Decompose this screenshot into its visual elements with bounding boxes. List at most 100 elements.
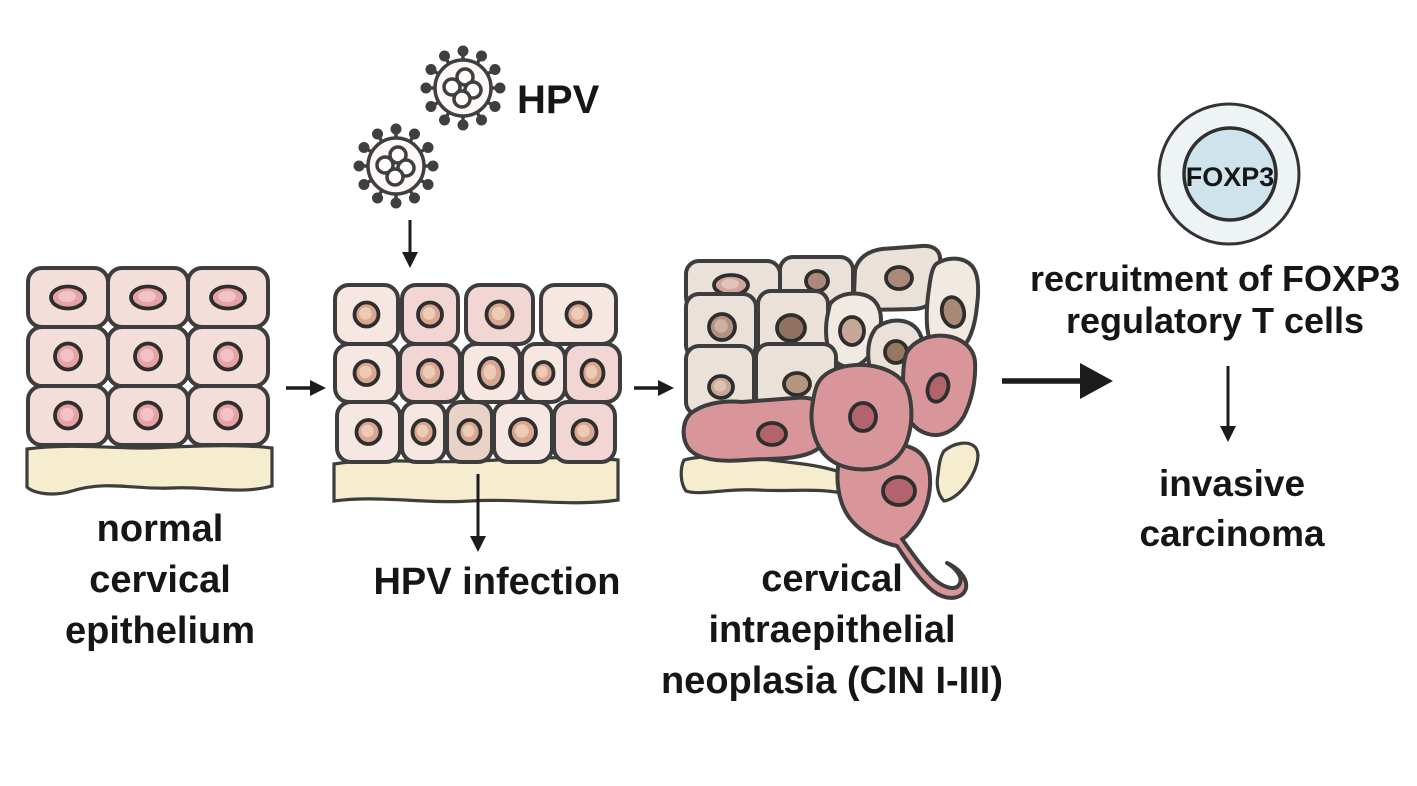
cell-nucleus [564, 300, 593, 329]
epithelial-cell [492, 400, 554, 464]
arrow-normal-to-infection [286, 380, 326, 396]
label-line: carcinoma [1139, 513, 1325, 554]
epithelial-cell [460, 342, 522, 404]
arrow-infection-label [470, 474, 486, 552]
tcell-label: FOXP3 [1186, 162, 1275, 192]
stage-hpv-infection [332, 283, 622, 505]
cell-nucleus [49, 284, 87, 311]
epithelial-cell [684, 292, 758, 360]
cell-nucleus [129, 284, 167, 311]
label-line: normal [97, 508, 224, 550]
cell-nucleus [456, 418, 483, 446]
label-hpv-infection: HPV infection [373, 561, 620, 603]
epithelial-cell [400, 283, 460, 346]
label-invasive-carcinoma: invasive carcinoma [1139, 463, 1325, 554]
cell-nucleus [133, 341, 163, 372]
cell-nucleus [213, 341, 243, 372]
epithelial-cell [186, 266, 270, 329]
epithelial-cell [552, 400, 617, 464]
arrow-head [402, 252, 418, 268]
cell-nucleus [884, 265, 914, 291]
cell-nucleus [838, 315, 866, 347]
cell-nucleus [775, 313, 807, 343]
label-line: epithelium [65, 610, 255, 652]
epithelial-cell [333, 342, 400, 404]
cell-nucleus [416, 358, 444, 388]
arrow-head [1220, 426, 1236, 442]
epithelial-cell [333, 283, 400, 346]
infected-cell-grid [333, 283, 622, 464]
hpv-virus-label: HPV [517, 78, 600, 122]
basement-membrane [332, 455, 620, 505]
cell-nucleus [531, 360, 556, 386]
basement-membrane [25, 444, 274, 496]
epithelial-cell [520, 342, 567, 404]
basement-membrane-right [935, 441, 980, 503]
label-line: recruitment of FOXP3 [1030, 258, 1400, 299]
cell-nucleus [352, 300, 381, 329]
cell-nucleus [848, 401, 878, 433]
cell-nucleus [939, 295, 967, 329]
arrow-virus-down [402, 220, 418, 268]
arrow-head [310, 380, 326, 396]
cin-cell-cluster [681, 243, 981, 600]
cell-nucleus [133, 400, 163, 431]
cell-nucleus [53, 400, 83, 431]
tcell-nucleus [1182, 126, 1278, 222]
epithelial-cell [398, 342, 462, 404]
epithelial-cell [26, 384, 110, 447]
hpv-virus-icon [353, 123, 439, 209]
stage-normal-epithelium [25, 266, 274, 496]
foxp3-tcell-icon: FOXP3 [1157, 102, 1301, 246]
label-normal-epithelium: normal cervical epithelium [65, 508, 255, 652]
arrow-infection-to-cin [634, 380, 674, 396]
cell-nucleus [484, 299, 515, 330]
cell-nucleus [213, 400, 243, 431]
hpv-virus-icon [420, 45, 506, 131]
epithelial-cell [106, 266, 190, 329]
cell-nucleus [416, 300, 444, 329]
label-line: cervical [89, 559, 231, 601]
cell-nucleus [209, 284, 247, 311]
epithelial-cell [186, 325, 270, 388]
arrow-head [1080, 363, 1113, 399]
cell-nucleus [579, 358, 606, 388]
epithelial-cell [335, 400, 402, 464]
epithelial-cell [106, 384, 190, 447]
cell-nucleus [354, 418, 383, 446]
epithelial-cell [539, 283, 618, 346]
epithelial-cell [681, 395, 832, 463]
cell-nucleus [707, 374, 735, 400]
epithelial-cell [809, 362, 914, 472]
normal-cell-grid [26, 266, 270, 447]
cell-nucleus [508, 417, 538, 447]
cell-nucleus [712, 273, 750, 297]
arrow-head [658, 380, 674, 396]
epithelial-cell [464, 283, 535, 346]
arrow-recruitment-to-carcinoma [1220, 366, 1236, 442]
cell-nucleus [477, 356, 505, 390]
cell-nucleus [881, 475, 917, 507]
label-line: cervical [761, 558, 903, 600]
cell-nucleus [53, 341, 83, 372]
cell-nucleus [756, 421, 788, 447]
epithelial-cell [445, 400, 494, 464]
epithelial-cell [835, 440, 969, 600]
epithelial-cell [186, 384, 270, 447]
label-cin: cervical intraepithelial neoplasia (CIN … [661, 558, 1003, 702]
arrow-head [470, 536, 486, 552]
cell-nucleus [782, 371, 812, 397]
label-line: intraepithelial [708, 609, 955, 651]
cell-nucleus [410, 418, 437, 446]
label-line: neoplasia (CIN I-III) [661, 660, 1003, 702]
cell-nucleus [570, 418, 599, 446]
epithelial-cell [400, 400, 447, 464]
cell-nucleus [804, 269, 830, 293]
label-recruitment: recruitment of FOXP3 regulatory T cells [1030, 258, 1400, 341]
cell-nucleus [352, 359, 381, 387]
epithelial-cell [26, 266, 110, 329]
epithelial-cell [924, 256, 981, 357]
arrow-cin-to-recruitment [1002, 363, 1113, 399]
epithelial-cell [26, 325, 110, 388]
